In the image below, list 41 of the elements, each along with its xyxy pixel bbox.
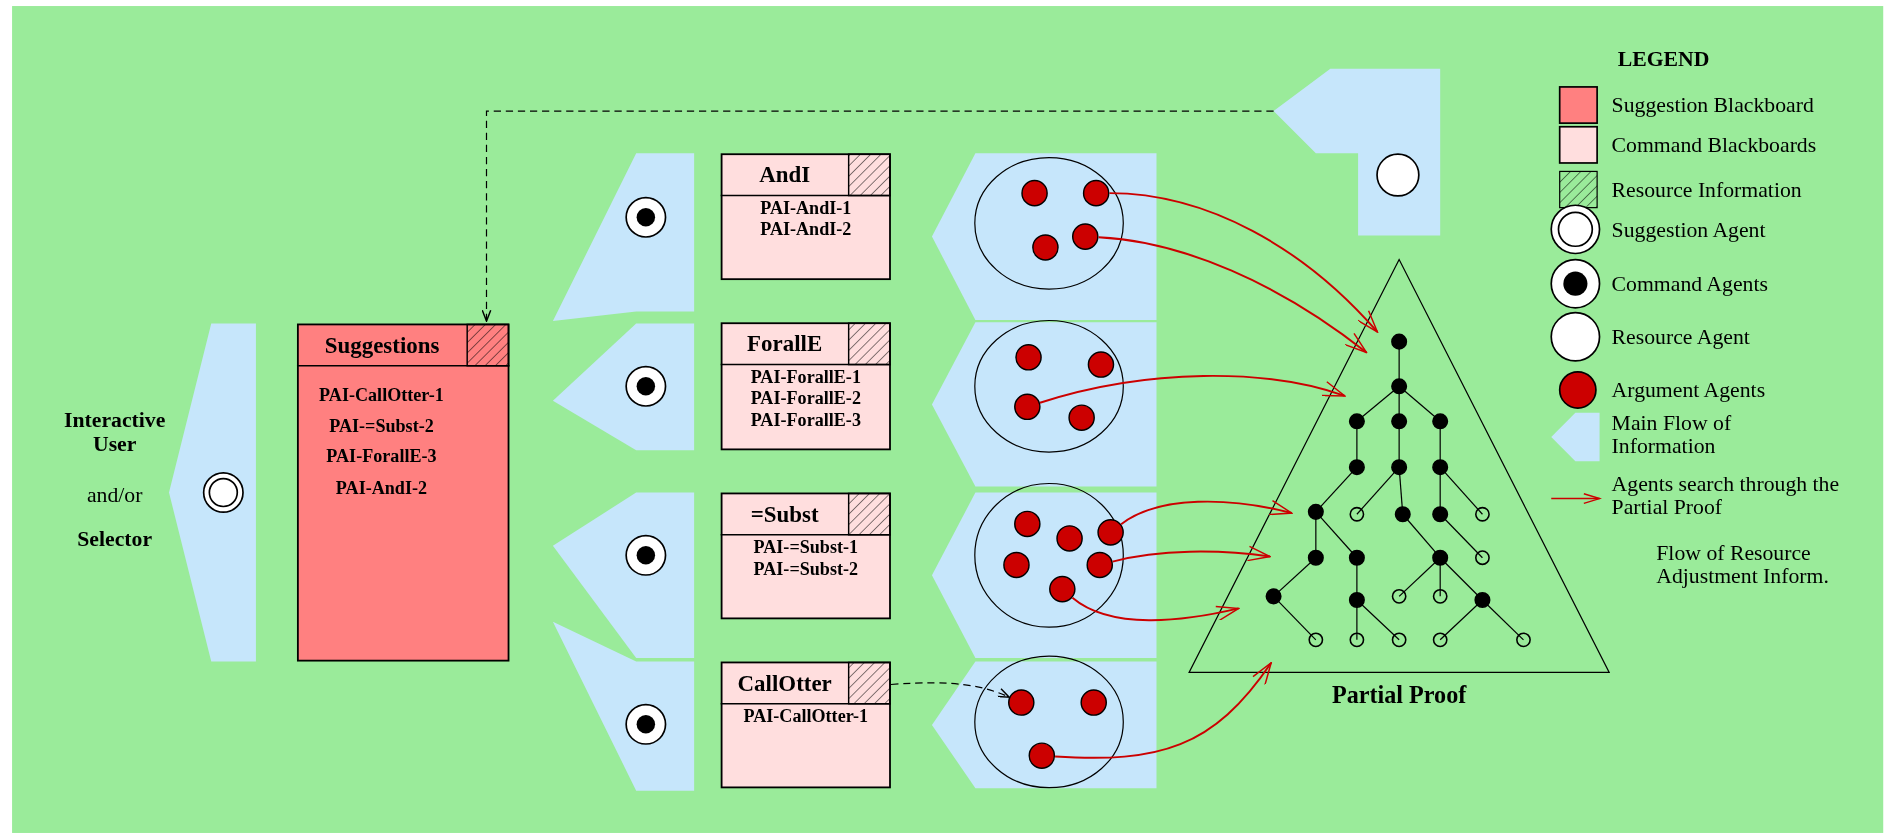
legend-text: Suggestion Agent <box>1611 216 1767 243</box>
legend-text: Flow of Resource Adjustment Inform. <box>1656 542 1830 588</box>
blackboard-entry: PAI-ForallE-3 <box>325 445 438 468</box>
blackboard-title: AndI <box>758 160 812 190</box>
blackboard-entry: PAI-AndI-2 <box>334 476 429 499</box>
blackboard-entry: PAI-=Subst-2 <box>752 557 860 580</box>
search-arrow <box>1111 545 1271 563</box>
legend-text: Command Agents <box>1611 271 1769 297</box>
legend-text: Command Blackboards <box>1611 132 1818 158</box>
legend-text: Resource Agent <box>1611 324 1751 350</box>
blackboard-entry: PAI-ForallE-3 <box>749 409 862 431</box>
blackboard-title: =Subst <box>749 500 820 529</box>
blackboard-entry: PAI-CallOtter-1 <box>318 384 445 407</box>
legend-text: Suggestion Blackboard <box>1611 92 1815 118</box>
blackboard-entry: PAI-=Subst-2 <box>328 414 435 438</box>
legend-text: Resource Information <box>1611 176 1803 203</box>
blackboard-entry: PAI-AndI-2 <box>759 218 853 241</box>
blackboard-entry: PAI-AndI-1 <box>759 197 853 219</box>
blackboard-title: Suggestions <box>323 331 441 360</box>
search-arrow <box>1097 236 1368 354</box>
blackboard-entry: PAI-ForallE-1 <box>749 366 862 388</box>
search-arrow <box>1054 661 1273 759</box>
search-arrow <box>1120 500 1293 526</box>
legend-text: Argument Agents <box>1611 377 1767 403</box>
search-arrow <box>1039 375 1346 404</box>
blackboard-entry: PAI-ForallE-2 <box>749 387 862 410</box>
diagram-label: Partial Proof <box>1330 679 1468 709</box>
dashed-arrow <box>890 682 1010 698</box>
actor-label: Interactive User <box>63 408 167 457</box>
blackboard-entry: PAI-=Subst-1 <box>752 536 860 558</box>
blackboard-title: ForallE <box>746 329 824 359</box>
dashed-arrow <box>481 110 1275 322</box>
search-arrow <box>1108 192 1379 333</box>
blackboard-title: CallOtter <box>736 669 833 698</box>
search-arrow <box>1071 596 1240 622</box>
actor-label: Selector <box>76 526 154 551</box>
blackboard-entry: PAI-CallOtter-1 <box>742 705 870 727</box>
legend-heading: LEGEND <box>1617 46 1710 73</box>
legend-text: Agents search through the Partial Proof <box>1611 473 1841 520</box>
connector-text: and/or <box>85 482 144 507</box>
legend-text: Main Flow of Information <box>1611 411 1733 458</box>
